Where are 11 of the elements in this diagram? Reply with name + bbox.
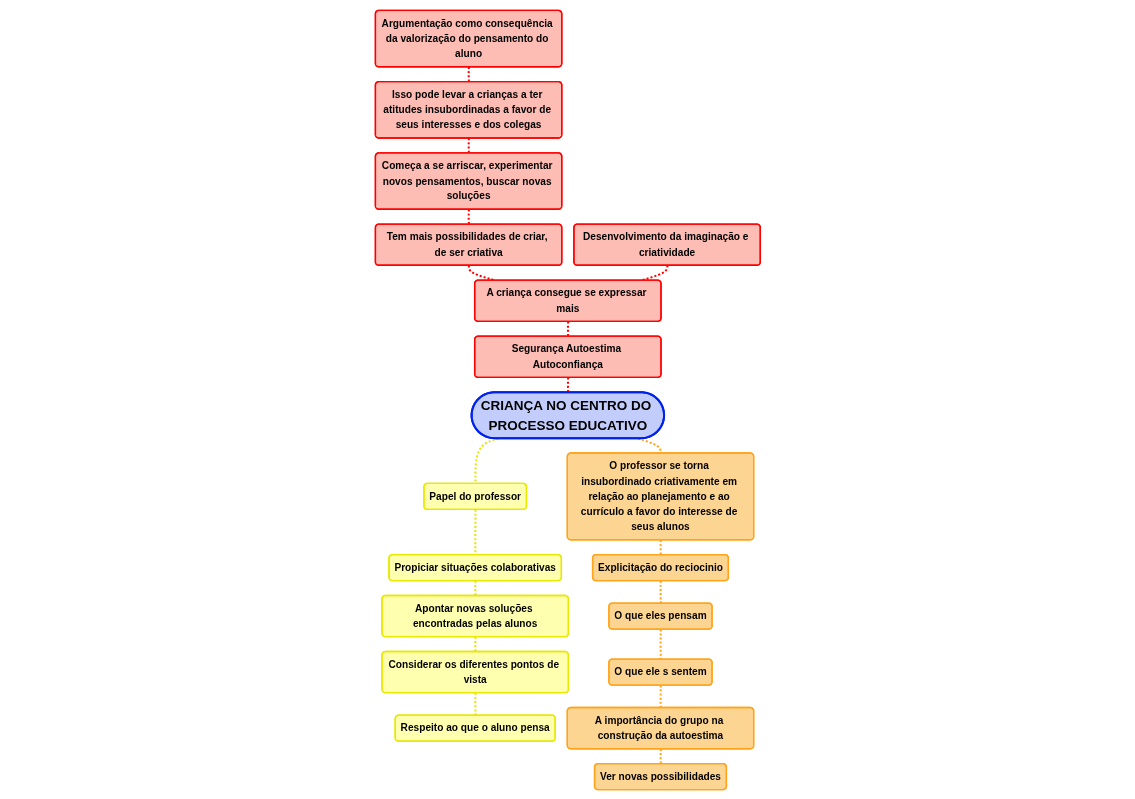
connector [473,509,477,555]
connector [467,66,470,82]
connector [659,580,662,603]
connector [659,684,662,708]
connector [659,628,662,659]
connector [467,137,470,153]
connector [473,692,477,715]
connector [659,748,662,764]
connector [467,209,470,224]
connector [659,539,662,555]
connector [473,636,477,652]
